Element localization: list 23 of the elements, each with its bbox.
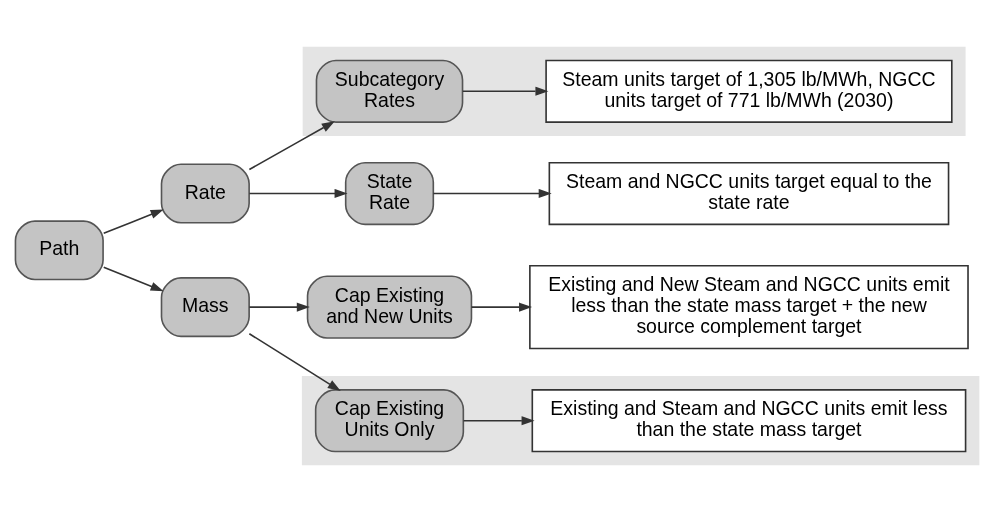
node-box: Cap Existing and New Units [306,275,473,339]
node-box: Existing and Steam and NGCC units emit less than the state mass target [531,389,967,453]
node-box: Steam and NGCC units target equal to the state rate [548,161,950,226]
cluster [302,46,966,136]
arrow [102,266,164,292]
arrow [470,302,533,312]
node-box: Existing and New Steam and NGCC units emit less than the state mass target + the new source complement target [529,264,969,350]
node-box: Mass [160,277,250,338]
arrow [248,332,341,392]
arrow [461,86,549,96]
node-box: Cap Existing Units Only [314,389,465,453]
node-box: Subcategory Rates [315,59,464,123]
arrow [102,209,164,235]
arrow [248,121,335,171]
cluster [301,376,980,466]
arrow [248,302,310,312]
arrow [462,416,535,426]
node-box: Path [14,220,104,281]
node-box: Rate [160,163,250,224]
node-box: Steam units target of 1,305 lb/MWh, NGCC units target of 771 lb/MWh (2030) [545,59,953,123]
arrow [248,188,348,199]
node-box: State Rate [344,161,435,226]
arrow [432,188,552,199]
